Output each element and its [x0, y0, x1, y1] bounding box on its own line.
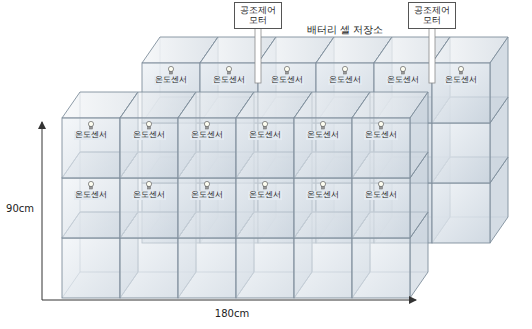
width-dimension: 180cm: [215, 308, 249, 319]
sensor-label: 온도센서: [364, 131, 398, 140]
sensor-base: [206, 126, 209, 129]
sensor-label: 온도센서: [248, 131, 282, 140]
cube-front-face: [294, 118, 352, 178]
sensor-base: [90, 186, 93, 189]
cube-front-face: [120, 178, 178, 238]
sensor-bulb: [400, 66, 405, 71]
sensor-base: [264, 126, 267, 129]
sensor-label: 온도센서: [74, 131, 108, 140]
sensor-base: [380, 126, 383, 129]
sensor-base: [148, 126, 151, 129]
cube-front-face: [236, 118, 294, 178]
sensor-label: 온도센서: [386, 76, 420, 85]
back-cube-row: [142, 37, 508, 243]
width-dimension-arrow: [42, 300, 416, 301]
sensor-label: 온도센서: [364, 191, 398, 200]
callout-text: 공조제어 모터: [238, 5, 278, 26]
sensor-base: [228, 71, 231, 74]
sensor-bulb: [320, 121, 325, 126]
sensor-base: [460, 71, 463, 74]
cube-front-face: [236, 238, 294, 298]
sensor-base: [344, 71, 347, 74]
sensor-bulb: [378, 121, 383, 126]
cube-front-face: [120, 238, 178, 298]
sensor-bulb: [168, 66, 173, 71]
cube-front-face: [294, 178, 352, 238]
height-dimension: 90cm: [6, 203, 34, 214]
sensor-bulb: [88, 181, 93, 186]
sensor-bulb: [146, 181, 151, 186]
sensor-base: [286, 71, 289, 74]
sensor-label: 온도센서: [74, 191, 108, 200]
sensor-base: [90, 126, 93, 129]
sensor-bulb: [146, 121, 151, 126]
sensor-label: 온도센서: [154, 76, 188, 85]
storage-title: 배터리 셀 저장소: [307, 24, 383, 35]
sensor-bulb: [320, 181, 325, 186]
cube-side-face: [410, 92, 428, 178]
sensor-base: [206, 186, 209, 189]
sensor-base: [322, 186, 325, 189]
sensor-bulb: [204, 181, 209, 186]
sensor-label: 온도센서: [190, 131, 224, 140]
sensor-bulb: [226, 66, 231, 71]
cube-front-face: [352, 178, 410, 238]
cube-front-face: [432, 63, 490, 123]
sensor-bulb: [262, 121, 267, 126]
front-cube-row: [62, 92, 428, 298]
sensor-label: 온도센서: [132, 131, 166, 140]
sensor-base: [380, 186, 383, 189]
cube-front-face: [432, 123, 490, 183]
cube-front-face: [62, 178, 120, 238]
sensor-bulb: [284, 66, 289, 71]
sensor-bulb: [378, 181, 383, 186]
sensor-icon: [88, 66, 463, 189]
motor-rod: [255, 26, 261, 83]
cube-front-face: [178, 238, 236, 298]
sensor-label: 온도센서: [248, 191, 282, 200]
cube-front-face: [352, 118, 410, 178]
cube-front-face: [62, 238, 120, 298]
cube-front-face: [352, 238, 410, 298]
sensor-label: 온도센서: [190, 191, 224, 200]
sensor-base: [322, 126, 325, 129]
sensor-base: [264, 186, 267, 189]
sensor-base: [148, 186, 151, 189]
sensor-base: [402, 71, 405, 74]
sensor-bulb: [262, 181, 267, 186]
sensor-bulb: [88, 121, 93, 126]
callout-box: 공조제어 모터: [408, 2, 456, 29]
sensor-label: 온도센서: [328, 76, 362, 85]
sensor-label: 온도센서: [306, 131, 340, 140]
cube-front-face: [236, 178, 294, 238]
cube-side-face: [490, 37, 508, 123]
sensor-bulb: [342, 66, 347, 71]
sensor-label: 온도센서: [444, 76, 478, 85]
cube-front-face: [178, 178, 236, 238]
cube-front-face: [294, 238, 352, 298]
motor-rod: [429, 26, 435, 83]
sensor-label: 온도센서: [270, 76, 304, 85]
sensor-bulb: [458, 66, 463, 71]
callout-box: 공조제어 모터: [234, 2, 282, 29]
cube-front-face: [120, 118, 178, 178]
cube-front-face: [62, 118, 120, 178]
sensor-label: 온도센서: [132, 191, 166, 200]
cube-front-face: [432, 183, 490, 243]
sensor-base: [170, 71, 173, 74]
cube-front-face: [178, 118, 236, 178]
height-dimension-arrow: [42, 122, 43, 300]
sensor-label: 온도센서: [306, 191, 340, 200]
sensor-label: 온도센서: [212, 76, 246, 85]
sensor-bulb: [204, 121, 209, 126]
callout-text: 공조제어 모터: [412, 5, 452, 26]
